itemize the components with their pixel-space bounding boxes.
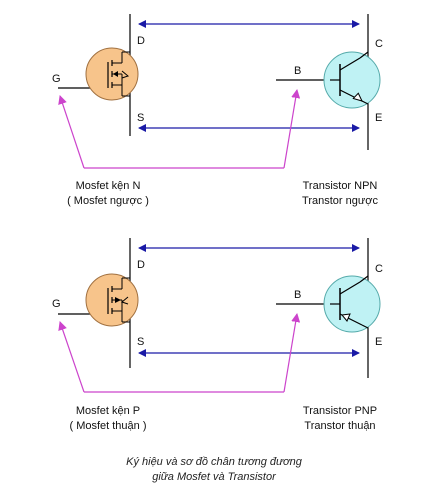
- pnp-subtitle: Transtor thuận: [304, 420, 375, 432]
- transistor-npn-symbol: [276, 14, 381, 150]
- base-link-arrow: [283, 89, 301, 169]
- transistor-pnp-symbol: [276, 238, 381, 378]
- mosfet-p-drain-label: D: [137, 259, 145, 271]
- pnp-body: [323, 275, 381, 333]
- mosfet-p-symbol: [58, 238, 139, 368]
- base-link-arrow-bottom: [283, 313, 301, 393]
- mosfet-p-gate-label: G: [52, 298, 61, 310]
- mosfet-p-source-label: S: [137, 336, 144, 348]
- bottom-section: G D S B C E Mosfet kện P ( Mosfet thuận …: [52, 238, 383, 432]
- npn-base-label: B: [294, 65, 301, 77]
- mosfet-n-subtitle: ( Mosfet ngược ): [67, 195, 149, 207]
- gate-link-arrow-bottom: [58, 321, 85, 393]
- pnp-emitter-label: E: [375, 336, 382, 348]
- npn-emitter-label: E: [375, 112, 382, 124]
- mosfet-n-title: Mosfet kện N: [76, 180, 141, 192]
- mosfet-n-drain-label: D: [137, 35, 145, 47]
- mosfet-n-symbol: [58, 14, 139, 136]
- pnp-title: Transistor PNP: [303, 405, 377, 417]
- mosfet-n-gate-label: G: [52, 73, 61, 85]
- mosfet-n-source-label: S: [137, 112, 144, 124]
- npn-body: [323, 51, 381, 109]
- npn-title: Transistor NPN: [303, 180, 378, 192]
- npn-subtitle: Transtor ngược: [302, 195, 378, 207]
- gate-link-arrow: [58, 95, 85, 169]
- top-section: G D S B C E Mosfet kện N ( Mosfet ngược …: [52, 14, 383, 207]
- mosfet-p-title: Mosfet kện P: [76, 405, 140, 417]
- npn-collector-label: C: [375, 38, 383, 50]
- pnp-base-label: B: [294, 289, 301, 301]
- mosfet-p-subtitle: ( Mosfet thuận ): [69, 420, 146, 432]
- caption-line-2: giữa Mosfet và Transistor: [152, 471, 277, 483]
- pnp-collector-label: C: [375, 263, 383, 275]
- caption-line-1: Ký hiệu và sơ đồ chân tương đương: [126, 456, 303, 468]
